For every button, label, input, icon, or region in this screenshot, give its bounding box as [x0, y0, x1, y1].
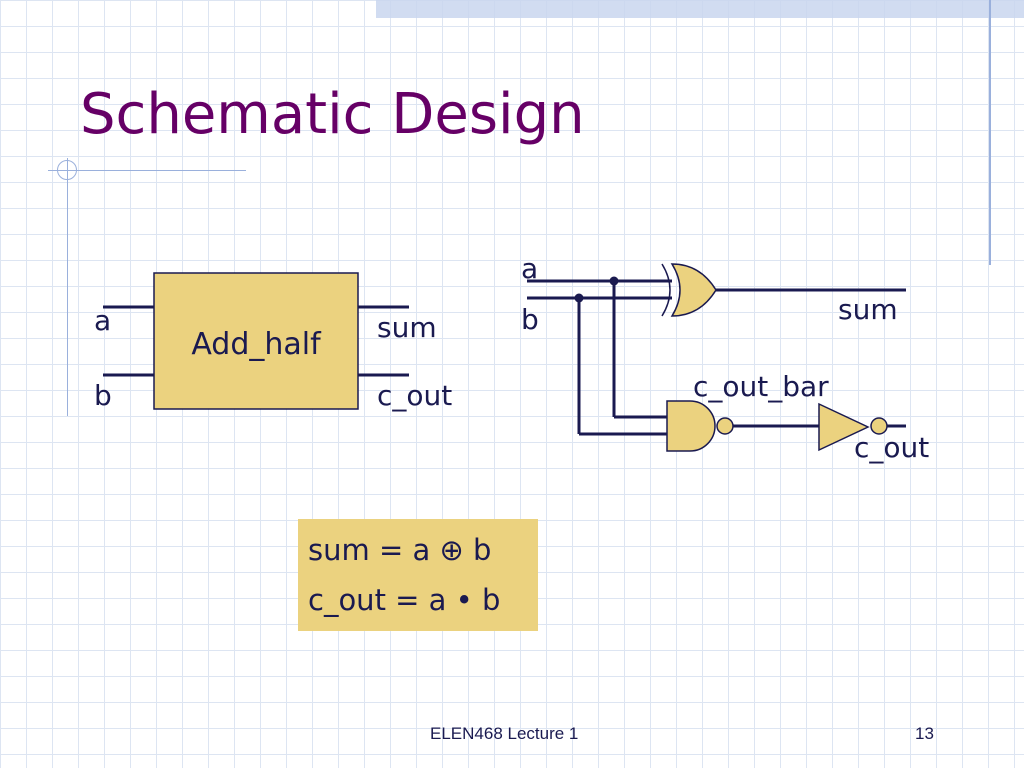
nand-gate — [666, 400, 716, 452]
equation-box: sum = a ⊕ b c_out = a • b — [298, 519, 538, 631]
xor-gate — [670, 263, 717, 317]
block-output-cout-label: c_out — [377, 379, 452, 412]
crosshair-decor-icon — [57, 160, 77, 180]
nand-gate-bubble — [716, 417, 734, 435]
half-adder-gate-diagram: a b sum c_out_bar c_out — [521, 252, 929, 464]
junction-dot-a — [609, 276, 619, 286]
block-output-sum-label: sum — [377, 311, 437, 344]
xor-output-label: sum — [838, 293, 898, 326]
slide-title: Schematic Design — [80, 82, 585, 147]
title-underline — [48, 170, 246, 171]
inverter-gate — [818, 402, 870, 452]
inverter-output-label: c_out — [854, 431, 929, 464]
gate-input-a-label: a — [521, 252, 538, 285]
left-decor-line — [67, 158, 68, 416]
sum-equation: sum = a ⊕ b — [308, 533, 492, 567]
xor-gate-input-arc — [661, 263, 671, 317]
junction-dot-b — [574, 293, 584, 303]
block-input-b-label: b — [94, 379, 112, 412]
half-adder-block-diagram: Add_half a b sum c_out — [94, 272, 452, 412]
footer-text: ELEN468 Lecture 1 — [430, 724, 579, 743]
right-decor-line — [989, 0, 991, 265]
nand-output-label: c_out_bar — [693, 370, 829, 403]
cout-equation: c_out = a • b — [308, 583, 501, 617]
page-number: 13 — [915, 724, 934, 743]
block-input-a-label: a — [94, 304, 111, 337]
gate-input-b-label: b — [521, 303, 539, 336]
block-label: Add_half — [191, 327, 322, 362]
add-half-block — [153, 272, 359, 410]
top-decor-band — [376, 0, 1024, 18]
